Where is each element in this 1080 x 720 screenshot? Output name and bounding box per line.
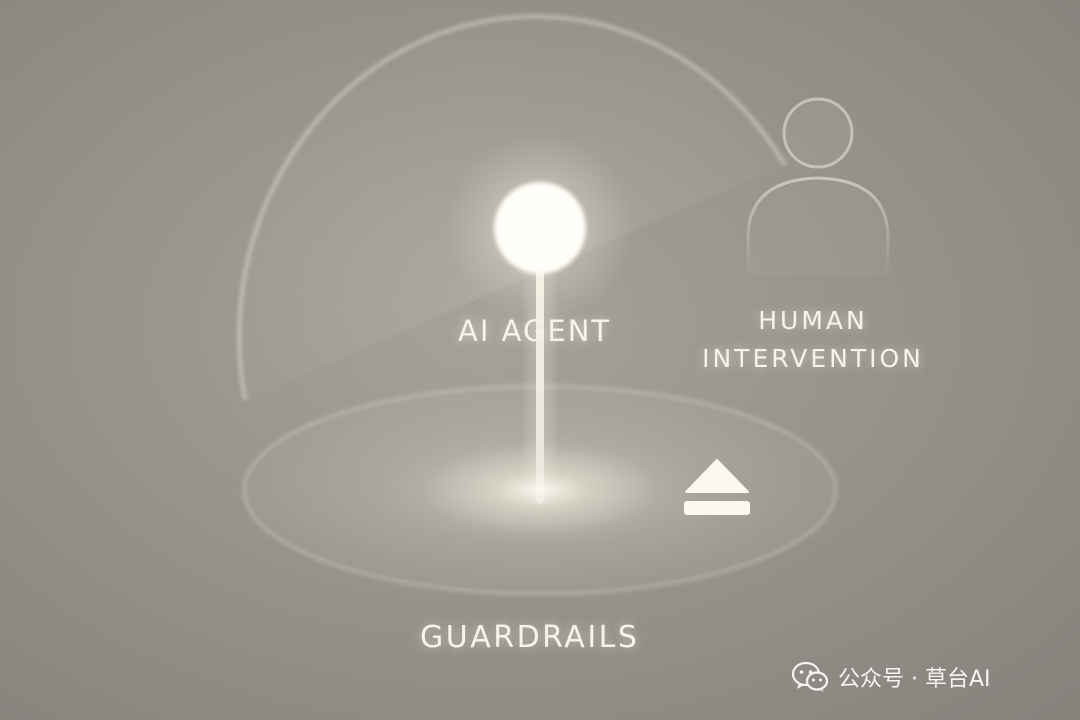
- agent-orb: [445, 133, 635, 323]
- human-label-line1: HUMAN: [758, 306, 868, 335]
- guardrails-label: GUARDRAILS: [420, 620, 640, 655]
- ai-agent-label: AI AGENT: [458, 314, 612, 348]
- eject-icon: [684, 459, 750, 515]
- human-intervention-label: HUMAN INTERVENTION: [688, 302, 938, 378]
- person-icon: [746, 97, 890, 276]
- watermark: 公众号 · 草台AI: [790, 660, 991, 694]
- wechat-icon: [791, 661, 829, 692]
- human-label-line2: INTERVENTION: [702, 344, 924, 373]
- watermark-text: 公众号 · 草台AI: [838, 667, 991, 692]
